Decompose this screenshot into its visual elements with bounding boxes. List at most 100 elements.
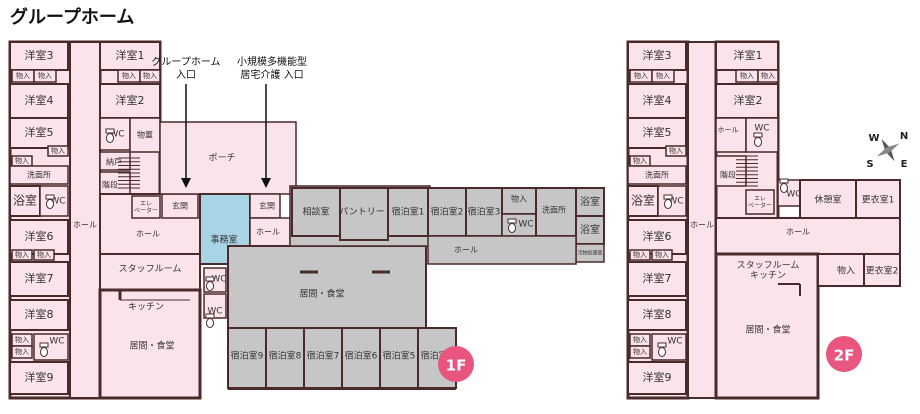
f2-stairs-label: 階段 <box>720 170 736 180</box>
label-r9: 洋室9 <box>25 370 54 384</box>
f2-storage-b <box>651 69 675 83</box>
f2-staff-kitchen-label: スタッフルームキッチン <box>737 259 800 280</box>
f1-hall-west-label: ホール <box>73 221 97 230</box>
f1-room-r1 <box>99 41 161 71</box>
f1-storage-b-label: 物入 <box>38 71 52 80</box>
f2-label-r5: 洋室5 <box>643 125 672 139</box>
f2-room-r8 <box>627 299 687 331</box>
label-stay6: 宿泊室6 <box>345 350 378 362</box>
label-washroom: 洗面所 <box>27 170 51 180</box>
f1-living-gray <box>227 245 427 329</box>
f2-storage-j-label: 物入 <box>761 71 775 80</box>
arrow-small-multi-head <box>261 178 271 188</box>
f1-storage-e-label: 物入 <box>15 250 29 259</box>
f1-toilet-e-tank <box>205 313 215 319</box>
f2-storage-e-label: 物入 <box>633 250 647 259</box>
f2-room-r3 <box>627 41 687 71</box>
f1-storage-b <box>33 69 57 83</box>
f2-toilet-d <box>780 183 788 193</box>
f1-bath-b <box>575 187 605 217</box>
f1-stay1 <box>387 187 429 237</box>
f1-wc-c <box>99 117 131 151</box>
f1-entrance-b-label: 玄関 <box>259 201 275 211</box>
label-r3: 洋室3 <box>25 48 54 62</box>
f2-elevator-label: エレベーター <box>748 195 772 209</box>
f1-hall-west <box>69 41 101 399</box>
f1-consult <box>291 187 341 237</box>
f1-warehouse <box>129 117 161 153</box>
f2-label-r2: 洋室2 <box>734 93 763 107</box>
f2-living <box>714 252 820 400</box>
f1-toilet-a <box>46 199 54 209</box>
f2-storage-big <box>817 253 865 287</box>
f2-storage-e <box>629 249 651 261</box>
label-closet: 納戸 <box>106 157 122 167</box>
f1-storage-gray-label: 物入 <box>511 194 527 204</box>
label-stay1: 宿泊室1 <box>392 206 425 218</box>
f1-south-wall <box>228 388 456 390</box>
f2-label-r8: 洋室8 <box>643 307 672 321</box>
f1-toilet-f <box>508 223 516 233</box>
compass-e: E <box>901 159 908 170</box>
f2-storage-c <box>665 145 687 157</box>
f1-storage-h-label: 物入 <box>15 347 29 356</box>
label-porch: ポーチ <box>208 153 235 164</box>
label-consult: 相談室 <box>302 206 329 218</box>
f2-badge-label: 2F <box>834 347 855 365</box>
f1-bath-c-label: 浴室 <box>580 223 600 236</box>
f1-washroom <box>9 165 69 185</box>
f2-bath-label: 浴室 <box>631 193 655 208</box>
f2-room-r5 <box>627 117 687 149</box>
entrance-label-small-multi: 小規模多機能型 <box>237 55 307 68</box>
label-r1: 洋室1 <box>116 48 145 62</box>
f2-storage-j <box>757 69 779 83</box>
f2-label-r3: 洋室3 <box>643 48 672 62</box>
f1-storage-f <box>33 249 55 261</box>
f2-toilet-a <box>664 199 672 209</box>
f2-storage-f-label: 物入 <box>655 250 669 259</box>
f2-wc-c-label: WC <box>754 124 769 134</box>
f2-storage-a-label: 物入 <box>634 71 648 80</box>
compass-s: S <box>866 159 873 170</box>
f1-storage-j-label: 物入 <box>143 71 157 80</box>
f2-hall-center-label: ホール <box>786 228 810 237</box>
label-stay8: 宿泊室8 <box>269 350 302 362</box>
f2-label-r6: 洋室6 <box>643 229 672 243</box>
label-stay7: 宿泊室7 <box>307 350 340 362</box>
f2-label-r1: 洋室1 <box>734 48 763 62</box>
f1-hall-gray-label: ホール <box>454 246 478 255</box>
f2-toilet-d-tank <box>779 178 789 184</box>
f1-room-stay6 <box>341 327 381 389</box>
f1-hall-b <box>249 217 291 247</box>
label-r2: 洋室2 <box>116 93 145 107</box>
f1-storage-a-label: 物入 <box>16 71 30 80</box>
f1-laundry-label: 汚物処理室 <box>577 250 602 257</box>
f1-room-r3 <box>9 41 69 71</box>
page-title: グループホーム <box>10 6 134 28</box>
f1-badge-label: 1F <box>446 357 467 375</box>
f2-hall-center <box>715 217 901 255</box>
label-locker1: 更衣室1 <box>862 194 895 206</box>
f2-toilet-a-tank <box>663 194 673 200</box>
label-stay5: 宿泊室5 <box>383 350 416 362</box>
f1-storage-j <box>139 69 161 83</box>
label-staff: スタッフルーム <box>119 264 182 275</box>
label-office: 事務室 <box>210 234 237 246</box>
f2-room-r6 <box>627 219 687 255</box>
f1-living-label: 居間・食堂 <box>129 340 174 352</box>
f1-staff-room <box>99 253 201 291</box>
f1-room-stay7 <box>303 327 343 389</box>
arrow-group-home-head <box>181 178 191 188</box>
f1-elevator-label: エレベーター <box>134 200 158 214</box>
f1-pantry <box>339 187 389 241</box>
f1-storage-h <box>11 345 33 359</box>
label-wc: WC <box>109 130 124 140</box>
f1-room-r9 <box>9 361 69 395</box>
f2-stairs-steps <box>736 155 758 187</box>
f2-room-r4 <box>627 83 687 119</box>
f2-washroom-label: 洗面所 <box>645 170 669 180</box>
label-pantry: パントリー <box>339 207 384 218</box>
f2-label-r9: 洋室9 <box>643 370 672 384</box>
f1-toilet-f-tank <box>507 218 517 224</box>
